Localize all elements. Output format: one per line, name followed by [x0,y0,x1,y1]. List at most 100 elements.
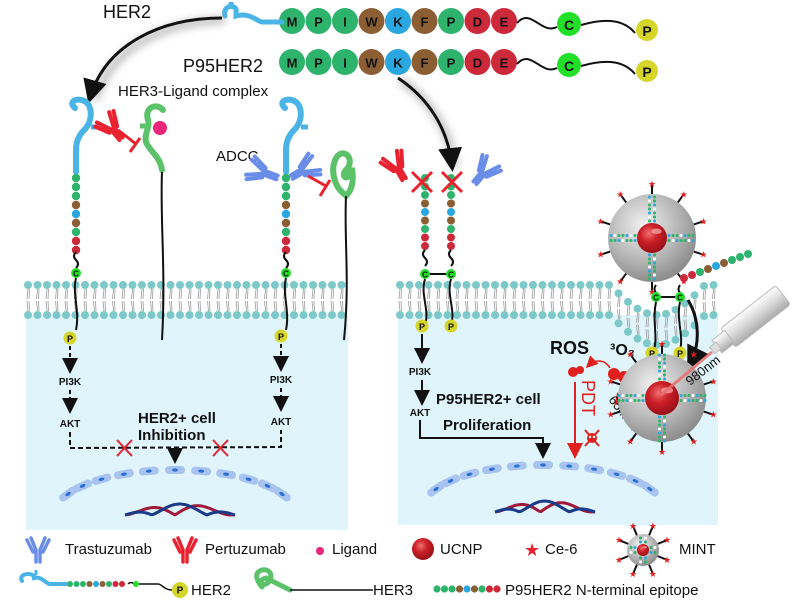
nuclear-pore-segment [273,486,291,502]
phosphorylation-site: P [636,60,658,82]
legend-label-her3: HER3 [373,582,413,599]
legend-label-pertuzumab: Pertuzumab [205,541,286,558]
label-p95her2-cell: P95HER2+ cell [436,391,541,408]
p95her2-bound-by-mint: C C P P [645,284,687,360]
ce6-star: ★ [649,569,657,579]
ce6-star: ★ [615,535,623,545]
trastuzumab-blocked [471,153,503,187]
residue-f: F [411,49,438,75]
epitope-bead [71,173,81,183]
label-ros: ROS [550,338,589,358]
p95her2-dimer: C C P P [415,174,458,333]
svg-text:P: P [314,56,323,71]
epitope-bead [71,209,81,219]
epitope-bead [421,208,429,216]
left-cell-membrane [24,281,346,319]
ros-icon [568,366,584,377]
svg-text:E: E [500,15,509,30]
legend-her2-icon: P [19,570,188,598]
svg-text:D: D [473,56,482,71]
ce6-star: ★ [709,410,717,420]
right-signaling: PI3K AKT [409,334,551,459]
cysteine: C [557,53,581,77]
svg-text:PI3K: PI3K [59,377,82,388]
epitope-bead [281,209,291,219]
svg-text:P: P [314,15,323,30]
epitope-bead [447,216,455,225]
trastuzumab-adcc [244,154,280,182]
ce6-star: ★ [597,216,605,226]
svg-text:M: M [287,56,298,71]
mint-nanoparticle-bound: ★★★★★★★★★★ [597,179,752,297]
left-cytoplasm [26,315,348,530]
residue-k: K [385,49,411,75]
residue-p: P [305,49,332,75]
residue-m: M [279,49,305,75]
ligand [153,121,167,135]
ce6-star: ★ [607,376,615,386]
arrow-her2-to-left [83,16,223,104]
legend-label-her2: HER2 [191,582,231,599]
residue-p: P [438,49,464,75]
svg-text:PI3K: PI3K [270,375,293,386]
nuclear-pore-segment [506,461,527,471]
epitope-bead [71,227,81,237]
svg-text:K: K [393,56,403,71]
arrow-p95-to-right [397,76,463,172]
svg-text:P: P [278,332,284,342]
svg-text:C: C [422,271,428,280]
svg-text:I: I [343,56,347,71]
nuclear-pore-segment [73,479,93,493]
legend-epitope-icon [433,585,501,593]
block-x-1 [410,170,434,194]
ce6-star: ★ [616,277,624,287]
epitope-bead [281,173,291,183]
nuclear-pore-segment [165,466,185,474]
pertuzumab-blocked [378,148,408,183]
epitope-bead [447,225,455,233]
svg-text:W: W [365,15,378,30]
epitope-bead [447,191,455,199]
nuclear-pore-segment [559,461,580,471]
svg-text:AKT: AKT [60,419,81,430]
epitope-bead [281,218,291,228]
ce6-star: ★ [690,349,698,359]
ce6-star: ★ [616,189,624,199]
residue-d: D [464,49,491,75]
ce6-star: ★ [663,555,671,565]
cysteine: C [557,12,581,36]
label-triplet-oxygen: ³O₂ [610,342,635,359]
epitope-bead [281,245,291,255]
linker [580,60,636,75]
epitope-bead [421,233,429,242]
block-x-2 [440,170,464,194]
nuclear-pore-segment [191,466,212,476]
legend-ucnp-icon [412,538,434,560]
nuclear-pore-segment [625,474,645,488]
legend-label-ligand: Ligand [332,541,377,558]
label-her3-ligand-complex: HER3-Ligand complex [118,83,269,100]
pertuzumab-bound [93,109,125,143]
ce6-star: ★ [648,179,656,189]
pertuzumab-inhibit-bar [117,128,142,153]
residue-e: E [491,49,517,75]
epitope-bead [281,200,291,210]
svg-text:C: C [653,294,659,303]
phosphorylation-site: P [636,19,658,41]
residue-p: P [438,8,464,34]
svg-text:PI3K: PI3K [409,367,432,378]
svg-text:AKT: AKT [271,417,292,428]
epitope-bead [71,236,81,246]
ce6-star: ★ [629,521,637,531]
trastuzumab-bound [288,151,323,181]
svg-text:P: P [677,349,683,359]
svg-text:P: P [67,334,73,344]
o2-to-ros-arrow [585,355,611,369]
residue-d: D [464,8,491,34]
nuclear-pore-segment [113,469,134,480]
svg-text:P: P [447,56,456,71]
ce6-star: ★ [626,437,634,447]
label-pdt: PDT [578,380,598,416]
ce6-star: ★ [699,250,707,260]
